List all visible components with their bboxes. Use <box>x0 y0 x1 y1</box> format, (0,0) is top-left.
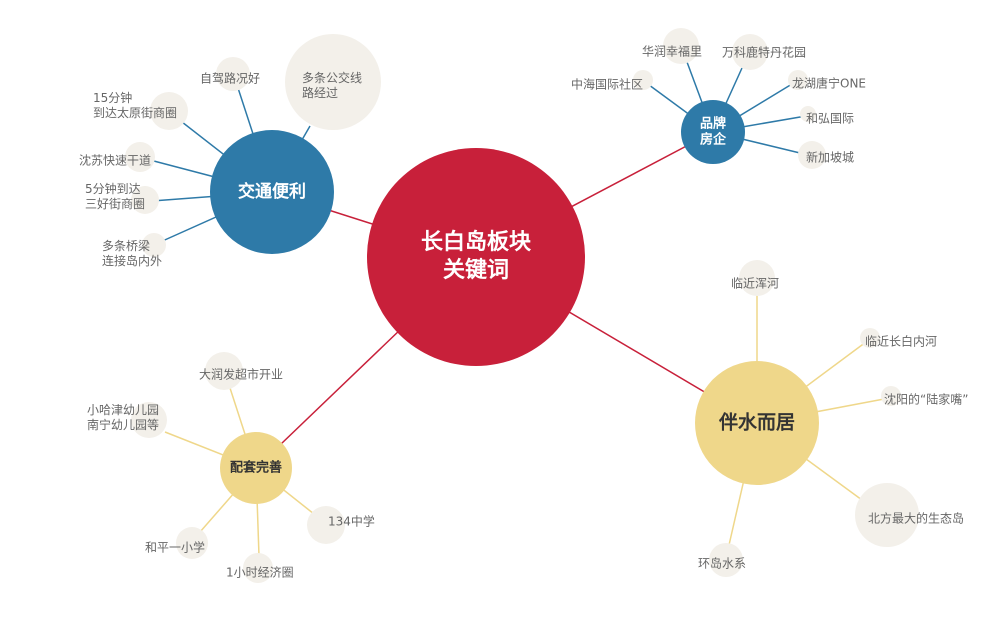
hub-node-water <box>695 361 819 485</box>
hub-label-transport: 交通便利 <box>238 181 306 202</box>
leaf-label: 134中学 <box>328 514 375 529</box>
leaf-bubble <box>663 28 699 64</box>
leaf-label: 龙湖唐宁ONE <box>792 76 866 91</box>
leaf-bubble <box>125 142 155 172</box>
hub-nodes <box>210 100 819 504</box>
leaf-bubble <box>205 352 243 390</box>
leaf-label: 沈阳的“陆家嘴” <box>884 392 968 407</box>
hub-label-brand: 品牌 <box>700 116 726 132</box>
hub-node-amenities <box>220 432 292 504</box>
leaf-bubble <box>131 186 159 214</box>
leaf-label: 临近浑河 <box>731 277 779 291</box>
center-label: 长白岛板块 <box>421 229 532 255</box>
leaf-label: 1小时经济圈 <box>226 565 294 580</box>
leaf-label: 15分钟 <box>93 90 132 105</box>
leaf-bubble <box>800 106 816 122</box>
hub-node-transport <box>210 130 334 254</box>
leaf-label: 大润发超市开业 <box>199 367 283 382</box>
leaf-label: 北方最大的生态岛 <box>868 511 964 526</box>
leaf-bubble <box>881 386 901 406</box>
leaf-label: 三好街商圈 <box>85 196 145 211</box>
center-node <box>367 148 585 366</box>
leaf-bubble <box>739 260 775 296</box>
hub-node-brand <box>681 100 745 164</box>
leaf-bubble <box>150 92 188 130</box>
leaf-bubble <box>131 402 167 438</box>
leaf-label: 小哈津幼儿园 <box>87 403 159 417</box>
leaf-bubble <box>176 527 208 559</box>
leaf-bubble <box>142 233 166 257</box>
leaf-label: 南宁幼儿园等 <box>87 417 159 432</box>
leaf-bubble <box>709 543 743 577</box>
leaf-bubble <box>860 328 880 348</box>
center-label: 关键词 <box>443 257 509 283</box>
hub-label-water: 伴水而居 <box>718 411 795 434</box>
leaf-label: 路经过 <box>302 85 338 100</box>
leaf-bubble <box>243 553 273 583</box>
leaf-bubble <box>855 483 919 547</box>
leaf-bubble <box>633 70 653 90</box>
leaf-label: 华润幸福里 <box>642 44 702 59</box>
leaf-label: 5分钟到达 <box>85 181 141 196</box>
leaf-bubble <box>798 141 826 169</box>
hub-label-amenities: 配套完善 <box>230 460 282 476</box>
leaf-label: 和平一小学 <box>145 540 205 555</box>
leaf-bubble <box>216 57 250 91</box>
leaf-label: 沈苏快速干道 <box>79 153 151 168</box>
leaf-label: 临近长白内河 <box>865 334 937 349</box>
leaf-label: 中海国际社区 <box>571 77 643 92</box>
leaf-label: 连接岛内外 <box>102 253 162 268</box>
leaf-label: 多条桥梁 <box>102 238 150 253</box>
leaf-bubble <box>788 70 808 90</box>
leaf-label: 自驾路况好 <box>200 71 260 86</box>
leaf-bubble <box>285 34 381 130</box>
leaf-label: 万科鹿特丹花园 <box>722 45 806 60</box>
leaf-label: 环岛水系 <box>698 556 746 571</box>
leaf-bubble <box>307 506 345 544</box>
leaf-label: 新加坡城 <box>806 150 854 165</box>
leaf-bubbles <box>125 28 919 583</box>
hub-label-brand: 房企 <box>700 132 727 148</box>
leaf-label: 和弘国际 <box>806 112 854 126</box>
leaf-bubble <box>732 34 768 70</box>
leaf-label: 多条公交线 <box>302 70 362 85</box>
leaf-label: 到达太原街商圈 <box>93 105 177 120</box>
